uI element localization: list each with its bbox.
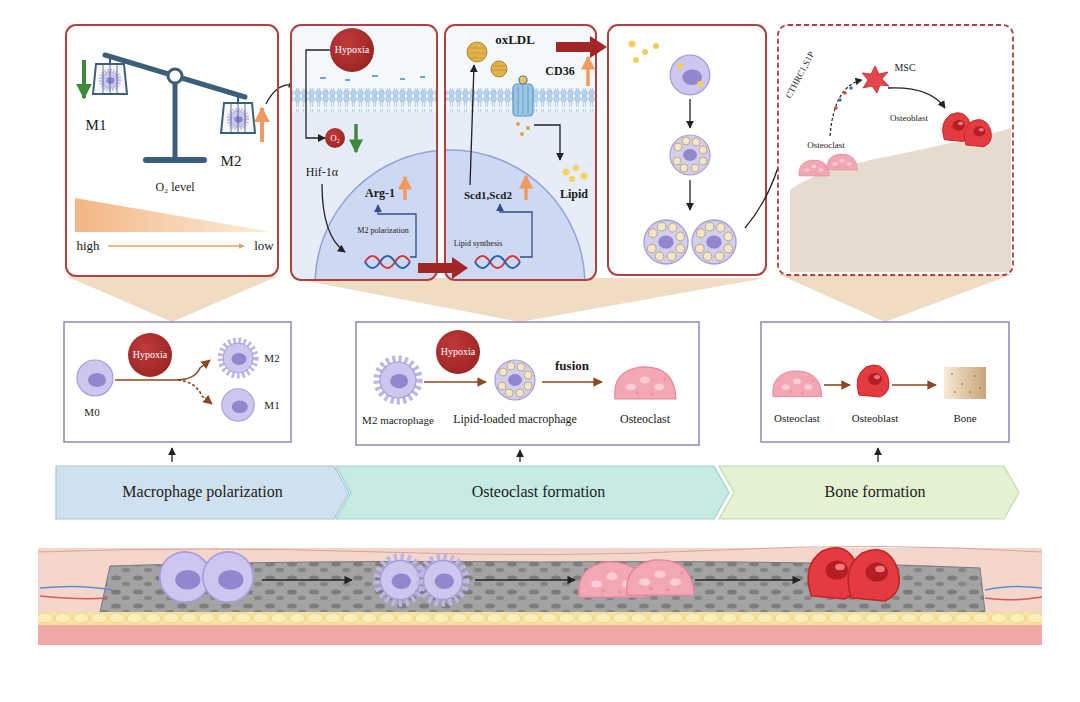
label-anchor: MSC [894,62,915,74]
label-anchor: Arg-1 [365,187,395,201]
hypoxia-circle: Hypoxia [128,333,172,377]
node-text: Bone formation [825,483,926,501]
label-anchor: M1 [264,399,279,412]
signal-arrow [306,50,330,138]
stage-chevron: Bone formation [718,465,1020,520]
hypoxia-circle: Hypoxia [330,28,374,72]
process-label: fusion [555,359,589,374]
label-anchor: M2 [221,153,242,170]
axis-label: high [76,239,99,254]
tissue-label: Bone [953,412,976,425]
label-anchor: fusion [555,359,589,374]
gene-label: Scd1,Scd2 [464,189,512,202]
cell-label: M0 [84,406,99,419]
oxygen-circle: O₂ [325,128,345,148]
label-anchor: M2 polarization [357,226,408,235]
label-anchor: Bone [953,412,976,425]
signal-label: CTHRC1,S1P [783,50,816,100]
cell-label: Osteoclast [807,140,845,150]
label-anchor: CD36 [545,65,574,79]
chevron-outline [56,466,349,519]
label-anchor: low [254,239,274,254]
label-anchor: Lipid-loaded macrophage [453,413,577,427]
cell-label: Osteoclast [620,413,670,427]
process-label: Lipid synthesis [454,239,503,248]
axis-label: O₂ level [155,181,194,195]
label-anchor: CTHRC1,S1P [783,50,816,100]
node-text: O₂ [330,133,340,143]
cell-label: Lipid-loaded macrophage [453,413,577,427]
molecule-label: CD36 [545,65,574,79]
label-anchor: Hif-1α [306,166,338,180]
label-anchor: M0 [84,406,99,419]
label-anchor: oxLDL [495,33,535,48]
cell-label: M1 [264,399,279,412]
chevron-outline [336,466,729,519]
node-text: Osteoclast formation [472,483,606,501]
cell-label: MSC [894,62,915,74]
cell-label: M2 macrophage [362,414,434,427]
gene-label: Hif-1α [306,166,338,180]
label-anchor: Osteoclast [620,413,670,427]
cell-label: M1 [86,117,107,134]
node-text: Hypoxia [133,349,167,361]
label-anchor: Osteoclast [774,412,820,425]
label-anchor: Osteoblast [890,113,928,123]
cell-label: Osteoblast [852,412,898,425]
hypoxia-circle: Hypoxia [436,330,480,374]
chevron-outline [719,466,1019,519]
node-text: Hypoxia [441,346,475,358]
stage-chevron: Macrophage polarization [55,465,350,520]
process-label: M2 polarization [357,226,408,235]
node-text: Hypoxia [335,44,369,56]
axis-label: low [254,239,274,254]
gene-label: Arg-1 [365,187,395,201]
stage-chevron: Osteoclast formation [335,465,730,520]
label-anchor: M1 [86,117,107,134]
label-anchor: Osteoclast [807,140,845,150]
label-anchor: O₂ level [155,181,194,195]
label-anchor: Lipid [560,188,588,202]
label-anchor: M2 macrophage [362,414,434,427]
molecule-label: oxLDL [495,33,535,48]
label-anchor: Osteoblast [852,412,898,425]
label-anchor: Scd1,Scd2 [464,189,512,202]
cell-label: M2 [264,352,279,365]
cell-label: M2 [221,153,242,170]
cell-label: Osteoclast [774,412,820,425]
node-text: Macrophage polarization [122,483,282,501]
cell-label: Osteoblast [890,113,928,123]
label-anchor: high [76,239,99,254]
label-anchor: M2 [264,352,279,365]
label-anchor: Lipid synthesis [454,239,503,248]
molecule-label: Lipid [560,188,588,202]
